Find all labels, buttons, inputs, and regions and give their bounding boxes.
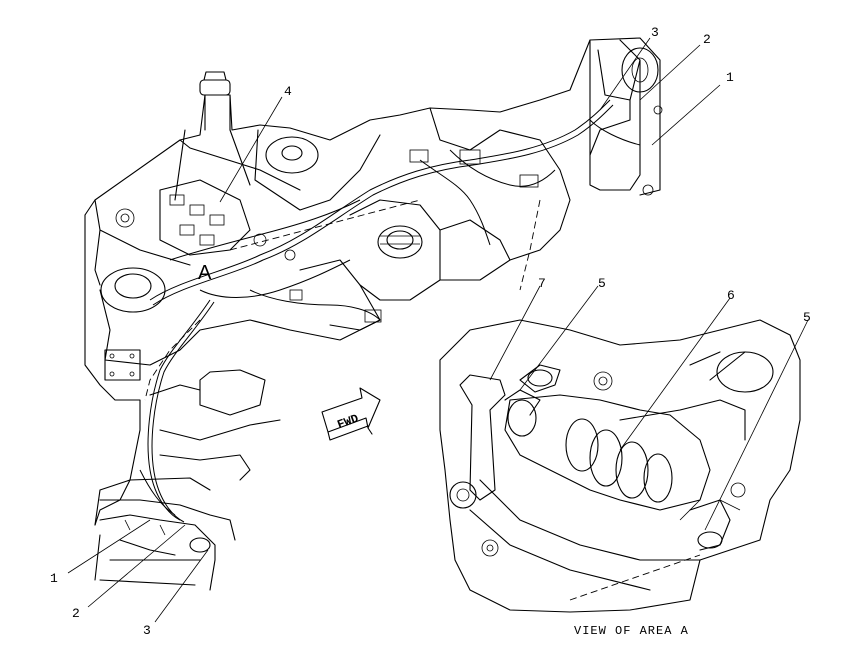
hose-lines xyxy=(139,99,641,523)
callout-5-upper: 5 xyxy=(598,276,606,291)
callout-2-top: 2 xyxy=(703,32,711,47)
callout-2-bottom: 2 xyxy=(72,606,80,621)
machine-frame xyxy=(84,37,663,591)
callout-1-bottom: 1 xyxy=(50,571,58,586)
callout-3-top: 3 xyxy=(651,25,659,40)
view-caption: VIEW OF AREA A xyxy=(574,624,689,638)
callout-7: 7 xyxy=(538,276,546,291)
fwd-arrow: FWD xyxy=(321,387,381,441)
area-a-marker: A xyxy=(198,262,212,284)
callout-3-bottom: 3 xyxy=(143,623,151,638)
callout-5-lower: 5 xyxy=(803,310,811,325)
leader-lines-view xyxy=(489,285,809,531)
callout-6: 6 xyxy=(727,288,735,303)
leader-lines-main xyxy=(67,37,721,623)
callout-4: 4 xyxy=(284,84,292,99)
view-area-a xyxy=(439,319,801,613)
filler-cap xyxy=(199,79,231,96)
fwd-label: FWD xyxy=(335,412,360,433)
valve-cluster xyxy=(115,149,539,323)
callout-1-top: 1 xyxy=(726,70,734,85)
